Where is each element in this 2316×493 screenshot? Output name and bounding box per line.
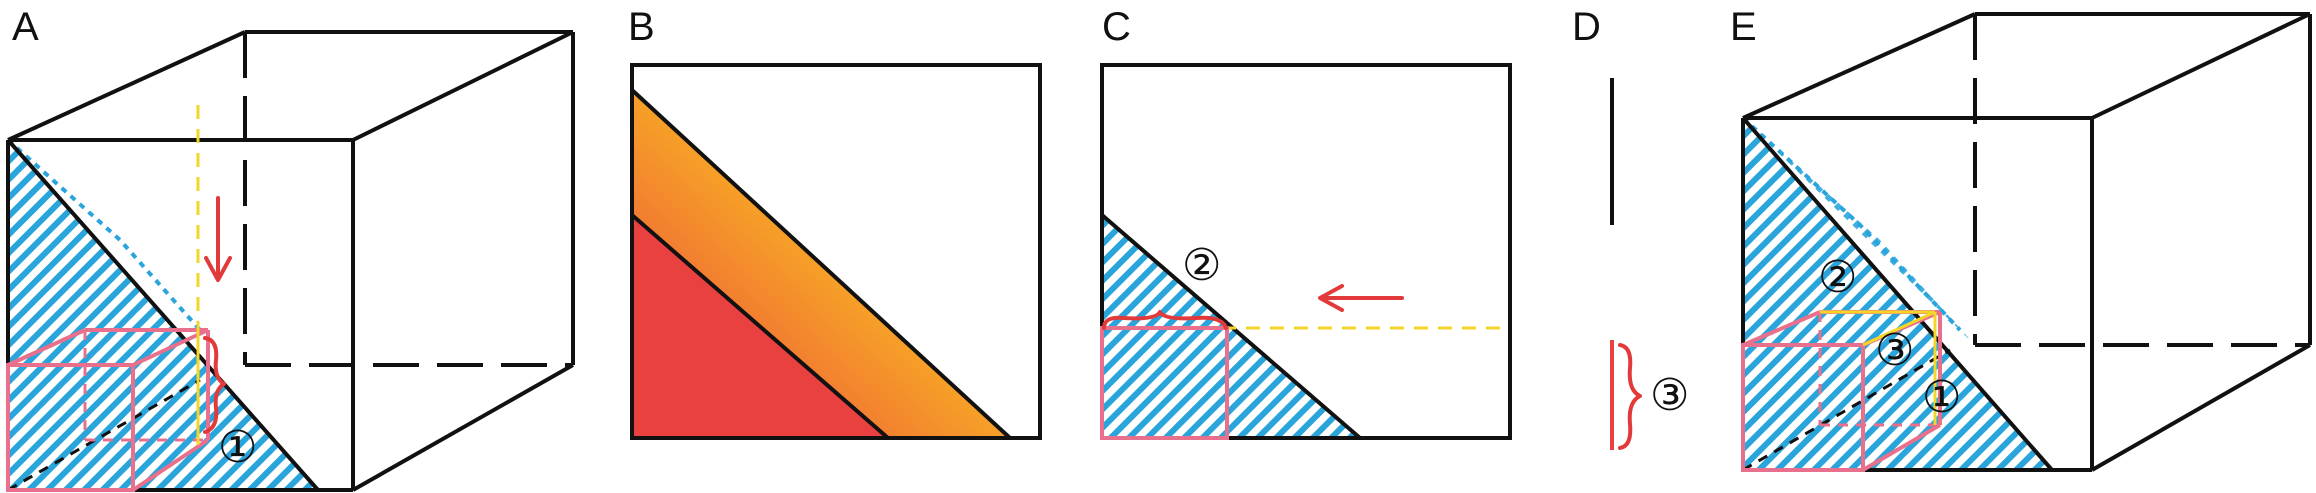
- pink-cube-a: [6, 328, 210, 492]
- yellow-cube-e: [1820, 310, 1937, 425]
- panel-d: D ③: [1572, 5, 1689, 450]
- panel-label-e: E: [1730, 5, 1757, 49]
- red-brace-icon: [203, 336, 226, 434]
- marker-3-e: ③: [1875, 325, 1914, 376]
- panel-label-b: B: [628, 5, 655, 49]
- marker-1-a: ①: [218, 422, 257, 473]
- panel-c: C ②: [1100, 5, 1512, 440]
- square-b: [630, 63, 1042, 440]
- panel-label-a: A: [12, 5, 39, 49]
- red-arrow-icon: [204, 196, 232, 282]
- hatched-section-a-dotted-edge: [6, 138, 202, 332]
- panel-label-c: C: [1102, 5, 1131, 49]
- hatched-section-e-upper: [1743, 118, 1975, 345]
- red-arrow-icon-c: [1318, 284, 1404, 312]
- hatched-section-e-dotted-edge: [1741, 116, 1962, 332]
- panel-a: A: [6, 5, 575, 492]
- marker-3-d: ③: [1650, 370, 1689, 421]
- red-brace-icon-c: [1102, 310, 1228, 330]
- pink-square-c: [1100, 326, 1229, 440]
- marker-2-e: ②: [1818, 252, 1857, 303]
- panel-label-d: D: [1572, 5, 1601, 49]
- cube-a: [6, 30, 575, 492]
- square-c: [1100, 63, 1512, 440]
- panel-b: B: [628, 5, 1042, 440]
- panel-e: E: [1730, 5, 2312, 472]
- marker-1-e: ①: [1922, 372, 1961, 423]
- red-brace-icon-d: [1618, 343, 1642, 450]
- marker-2-c: ②: [1182, 240, 1221, 291]
